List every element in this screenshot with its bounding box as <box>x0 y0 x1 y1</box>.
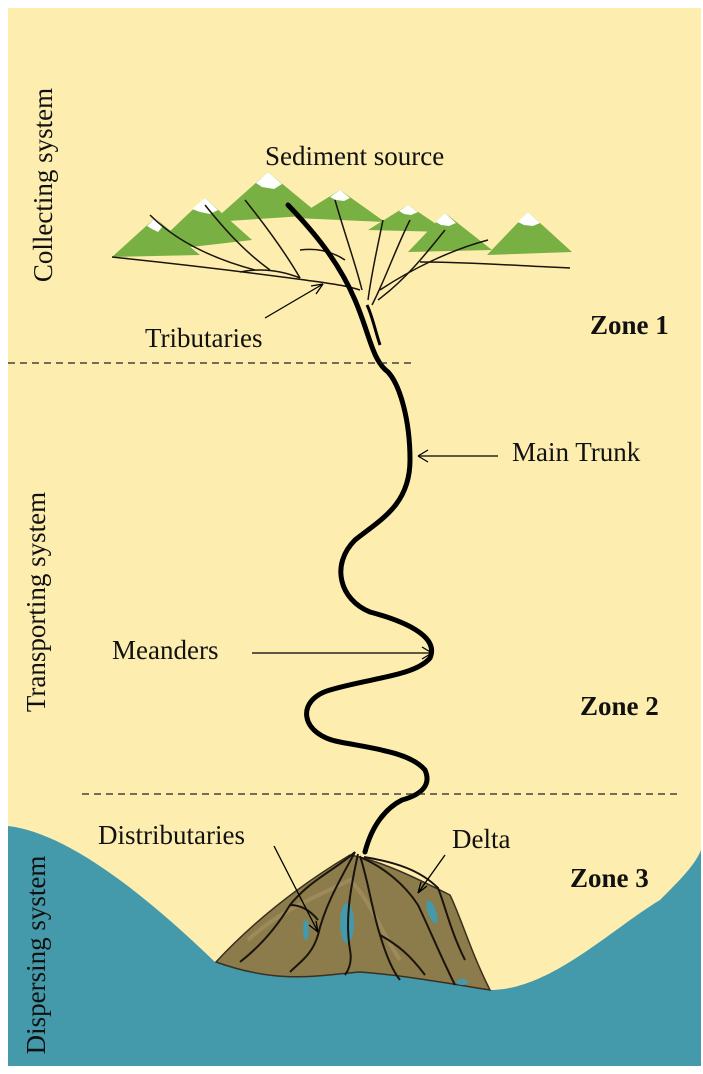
meanders-label: Meanders <box>112 635 218 665</box>
sediment-source-label: Sediment source <box>265 141 444 171</box>
dispersing-system-label: Dispersing system <box>21 856 51 1055</box>
distributaries-label: Distributaries <box>98 820 245 850</box>
delta-lagoon <box>456 979 468 985</box>
tributaries-label: Tributaries <box>145 323 263 353</box>
zone-2-label: Zone 2 <box>580 691 659 721</box>
zone-3-label: Zone 3 <box>570 863 649 893</box>
collecting-system-label: Collecting system <box>28 88 58 282</box>
transporting-system-label: Transporting system <box>21 492 51 712</box>
delta-lagoon <box>340 903 354 943</box>
delta-lagoon <box>303 920 309 940</box>
main-trunk-label: Main Trunk <box>512 437 641 467</box>
zone-1-label: Zone 1 <box>590 310 669 340</box>
delta-label: Delta <box>452 824 510 854</box>
